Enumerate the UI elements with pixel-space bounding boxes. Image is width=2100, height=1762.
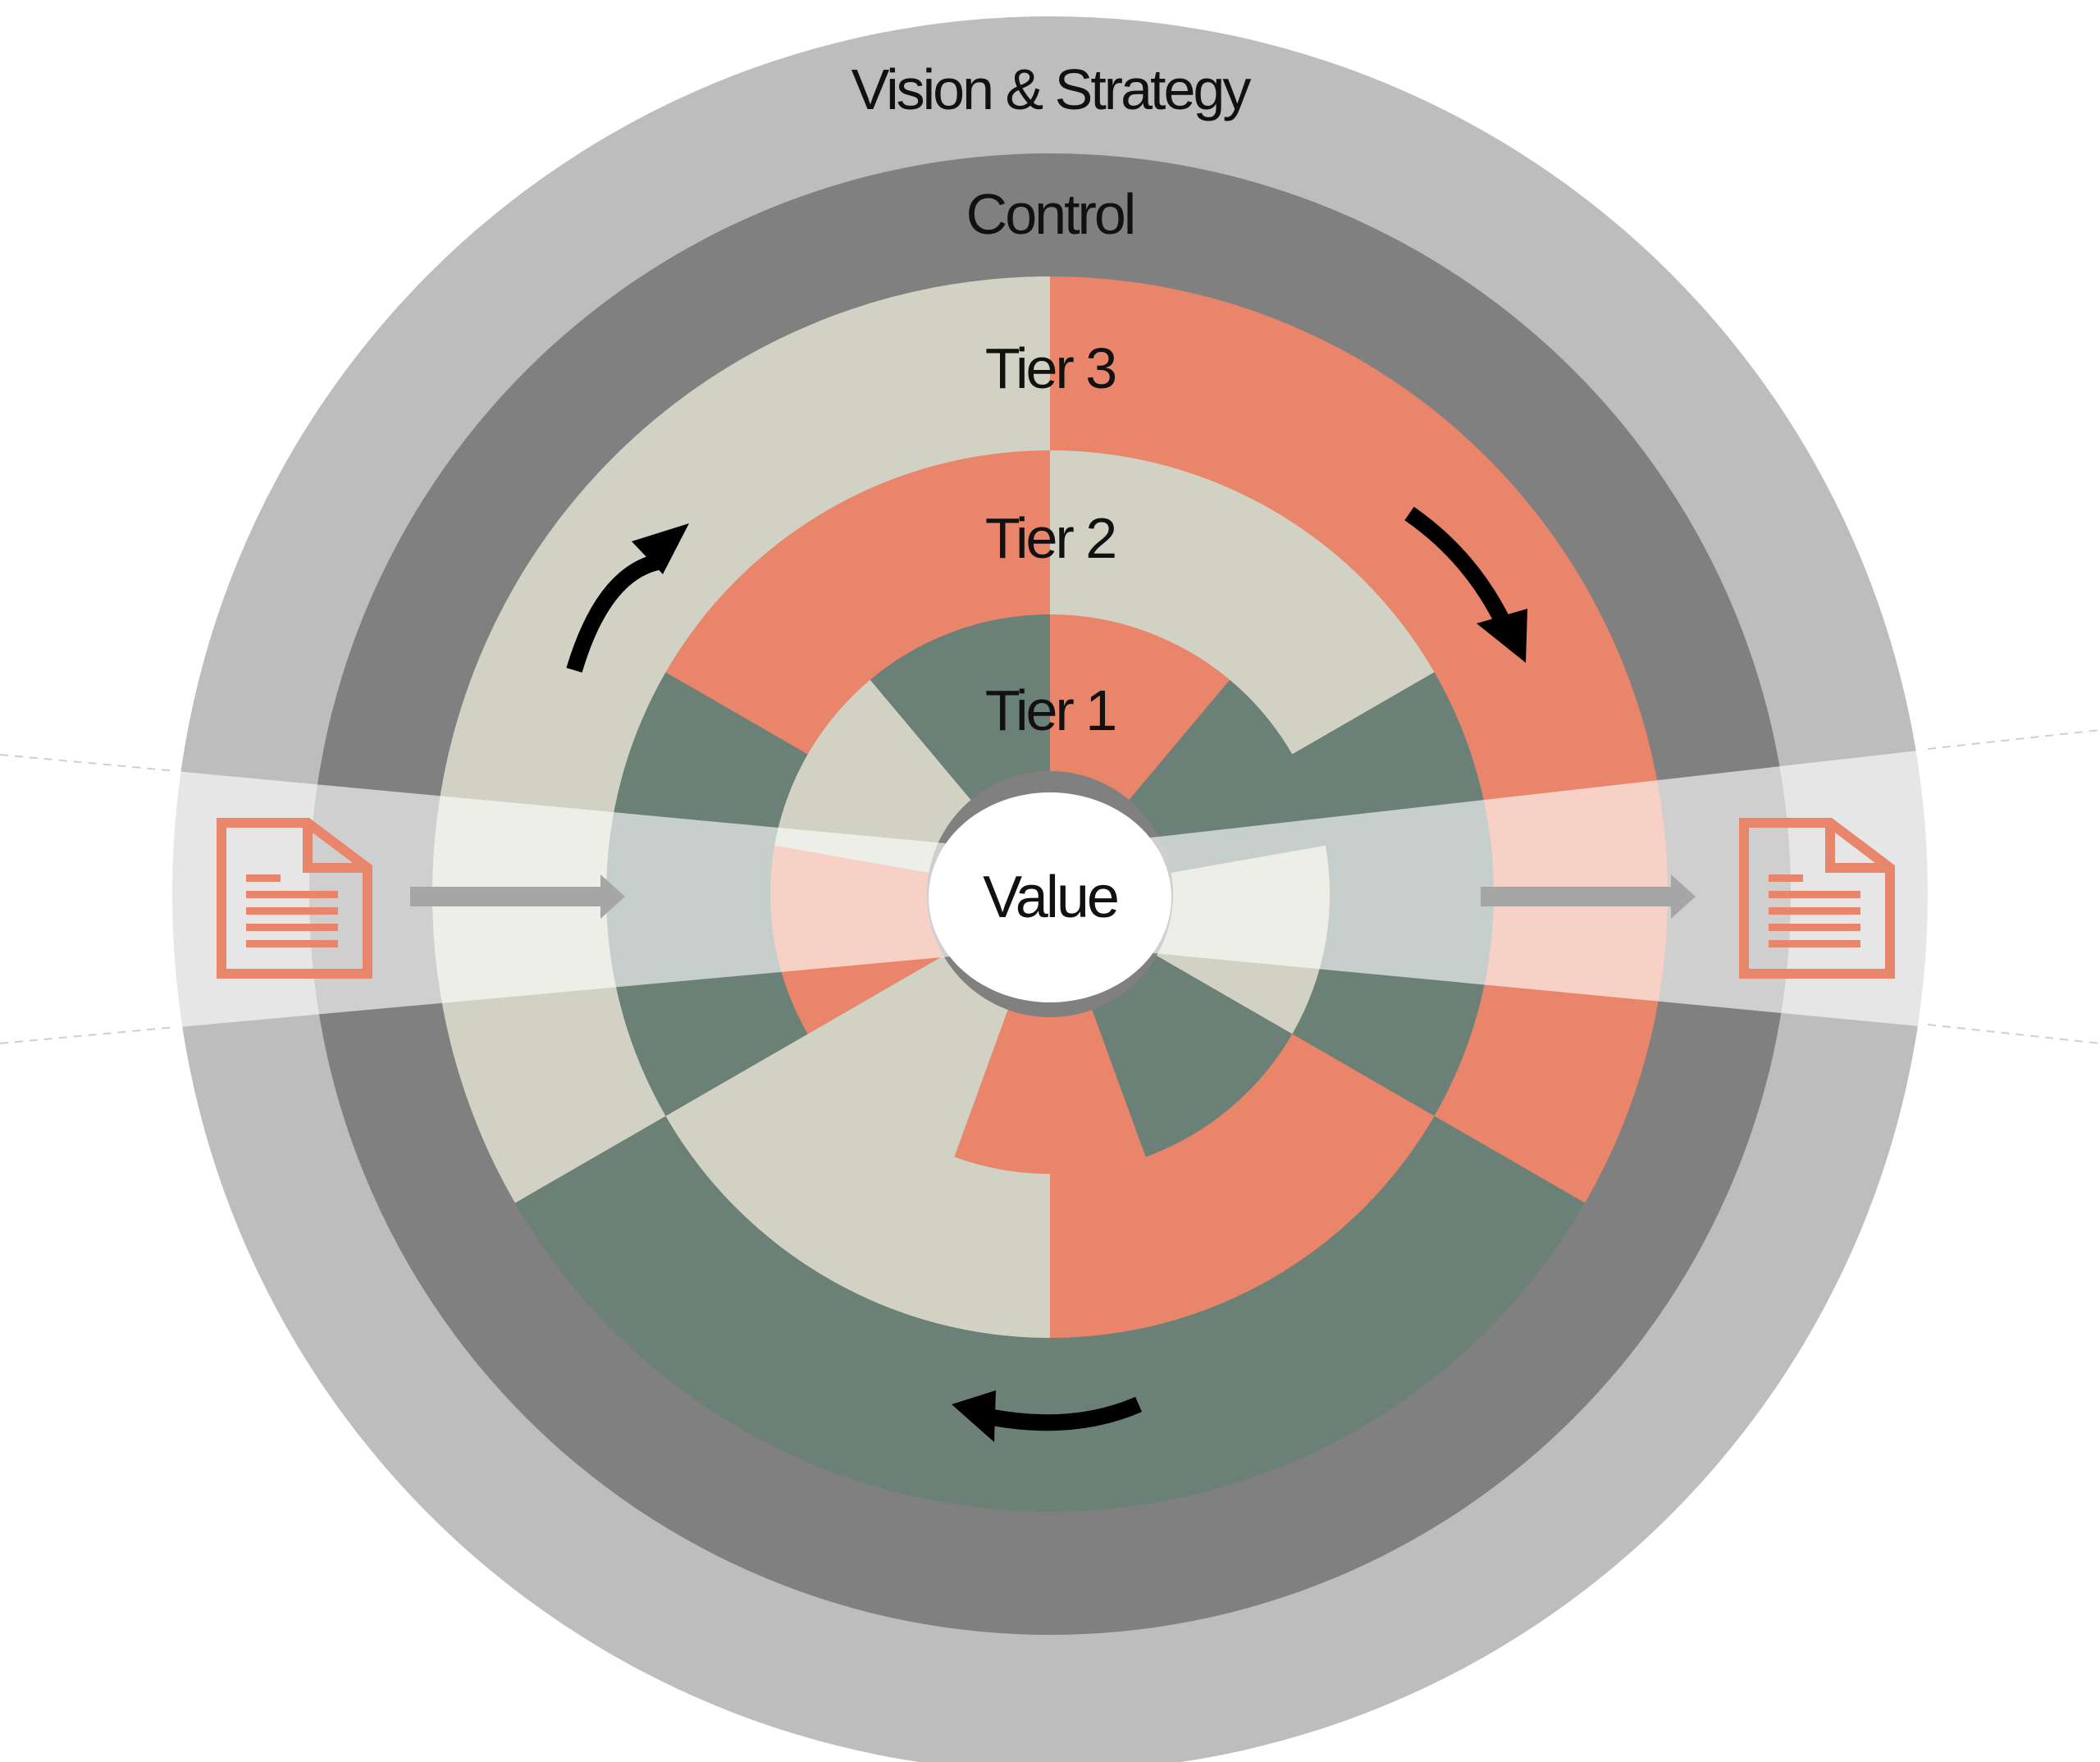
cycle-arrow-top-right-icon — [1404, 506, 1527, 663]
tier3-label: Tier 3 — [985, 336, 1115, 400]
tier2-segment — [665, 450, 1050, 755]
tier2-segment — [1050, 1034, 1435, 1338]
tier1-segment — [807, 956, 1008, 1157]
input-document-icon — [217, 818, 372, 979]
output-arrow-icon — [1481, 874, 1696, 919]
tier1-label: Tier 1 — [985, 678, 1115, 742]
value-core — [929, 792, 1171, 1002]
output-document-icon — [1739, 818, 1895, 979]
control-label: Control — [966, 182, 1134, 246]
tier1-segment — [1050, 614, 1230, 801]
tier1-segment — [954, 1009, 1146, 1174]
tier1-ring — [770, 614, 1330, 1174]
vision-strategy-label: Vision & Strategy — [851, 57, 1252, 121]
cycle-arrow-bottom-icon — [952, 1390, 1142, 1442]
tier2-segment — [665, 1034, 1050, 1338]
value-label: Value — [983, 865, 1117, 930]
tier2-label: Tier 2 — [985, 506, 1115, 570]
tier2-segment — [1050, 450, 1435, 755]
cycle-arrow-top-left-icon — [566, 523, 689, 673]
tier1-segment — [870, 614, 1050, 801]
tier1-segment — [774, 679, 971, 873]
input-arrow-icon — [410, 874, 625, 919]
tier1-segment — [1092, 956, 1293, 1157]
tier3-segment — [514, 1116, 1586, 1512]
